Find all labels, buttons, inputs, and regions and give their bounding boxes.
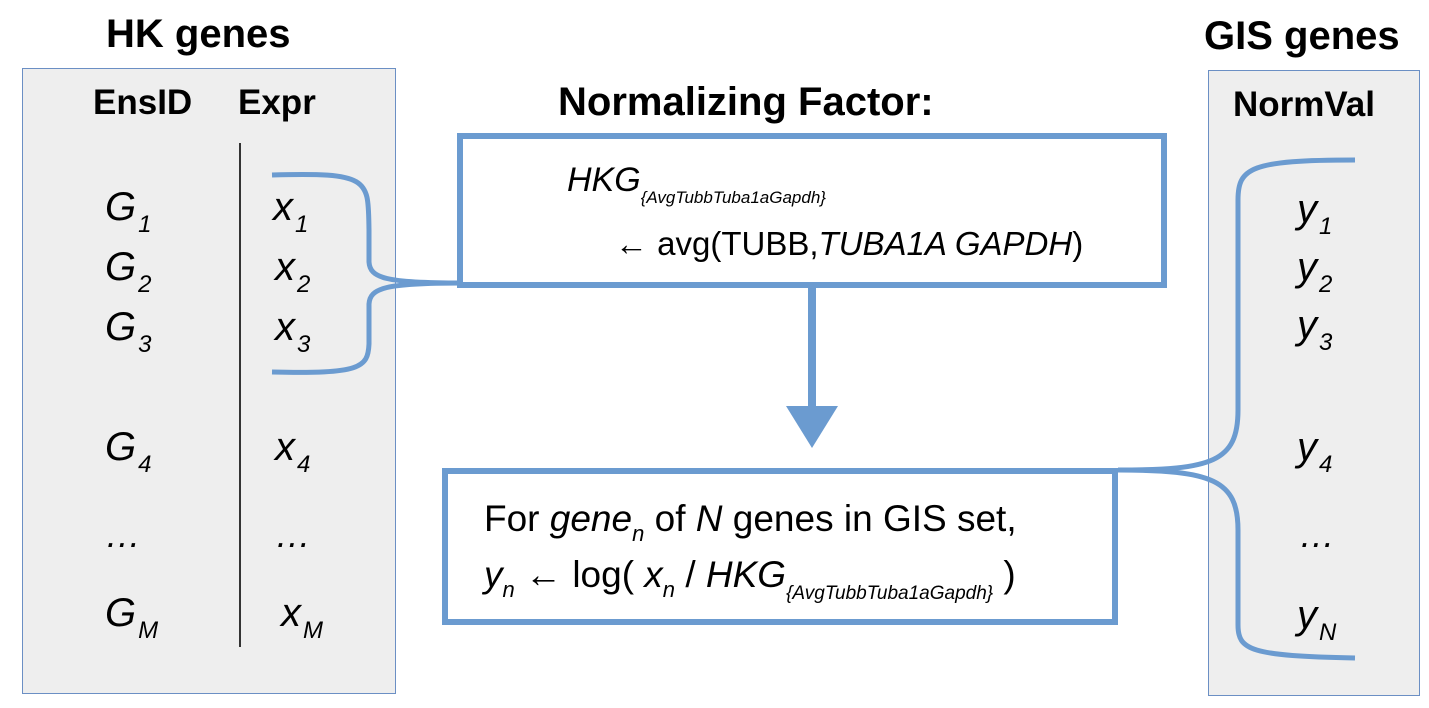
gene-id-ellipsis: … bbox=[105, 514, 141, 555]
normalizing-factor-title: Normalizing Factor: bbox=[558, 80, 934, 124]
norm-value-4: y4 bbox=[1297, 425, 1333, 478]
hk-genes-panel: EnsID Expr G1 x1 G2 x2 G3 x3 G4 x4 … … G… bbox=[22, 68, 396, 694]
normalizing-factor-box: HKG{AvgTubbTuba1aGapdh} ← avg(TUBB,TUBA1… bbox=[457, 133, 1167, 288]
norm-value-3: y3 bbox=[1297, 303, 1333, 356]
gene-id-2: G2 bbox=[105, 245, 152, 298]
formula-line-2: yn ← log( xn / HKG{AvgTubbTuba1aGapdh} ) bbox=[484, 554, 1016, 604]
avg-expression: ← avg(TUBB,TUBA1A GAPDH) bbox=[615, 225, 1084, 262]
normalization-formula-box: For genen of N genes in GIS set, yn ← lo… bbox=[442, 468, 1118, 625]
norm-value-2: y2 bbox=[1297, 245, 1333, 298]
norm-value-ellipsis: … bbox=[1299, 514, 1335, 555]
gis-genes-panel: NormVal y1 y2 y3 y4 … yN bbox=[1208, 70, 1420, 696]
gene-expr-2: x2 bbox=[275, 245, 311, 298]
gene-id-1: G1 bbox=[105, 185, 152, 238]
gene-expr-m: xM bbox=[281, 591, 323, 644]
gene-expr-4: x4 bbox=[275, 425, 311, 478]
expr-header: Expr bbox=[238, 83, 316, 122]
norm-value-1: y1 bbox=[1297, 187, 1333, 240]
normval-header: NormVal bbox=[1233, 85, 1375, 124]
gene-expr-ellipsis: … bbox=[275, 514, 311, 555]
norm-value-n: yN bbox=[1297, 593, 1337, 646]
factor-down-arrow-head bbox=[786, 406, 838, 448]
gene-expr-3: x3 bbox=[275, 305, 311, 358]
gene-id-m: GM bbox=[105, 591, 159, 644]
gene-id-4: G4 bbox=[105, 425, 152, 478]
gene-expr-1: x1 bbox=[273, 185, 309, 238]
hk-genes-title: HK genes bbox=[106, 12, 291, 56]
hkg-label: HKG{AvgTubbTuba1aGapdh} bbox=[567, 161, 826, 207]
gis-genes-title: GIS genes bbox=[1204, 14, 1400, 58]
column-divider bbox=[239, 143, 241, 647]
gene-id-3: G3 bbox=[105, 305, 152, 358]
ensid-header: EnsID bbox=[93, 83, 193, 122]
formula-line-1: For genen of N genes in GIS set, bbox=[484, 498, 1017, 546]
